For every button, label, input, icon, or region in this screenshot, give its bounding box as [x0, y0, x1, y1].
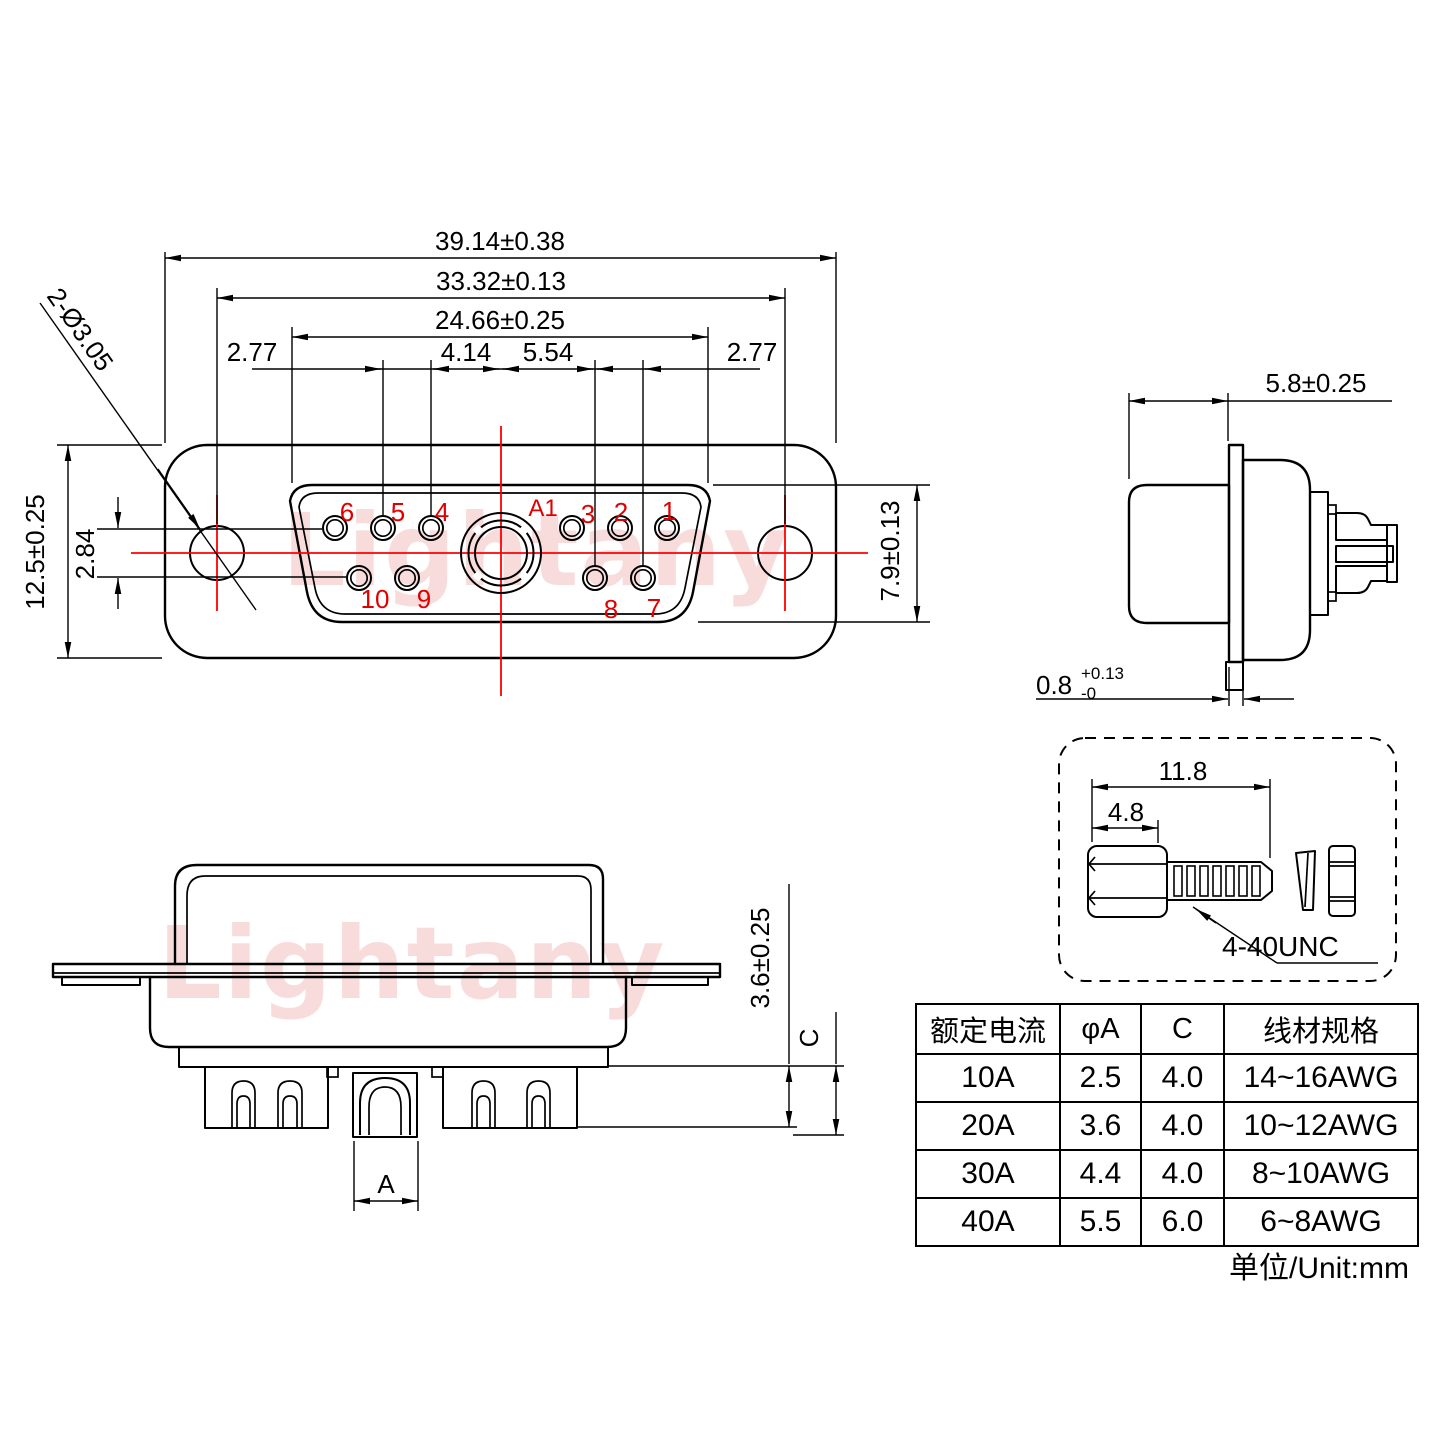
- col-header-c: C: [1140, 1003, 1225, 1055]
- spec-table: 额定电流 φA C 线材规格 10A 2.5 4.0 14~16AWG 20A …: [915, 1003, 1419, 1247]
- cell: 14~16AWG: [1223, 1053, 1419, 1103]
- pin-label-8: 8: [604, 594, 618, 624]
- front-view: 6 5 4 A1 3 2 1 10 9 8 7 39.14±0.38: [20, 226, 930, 696]
- dim-mount-hole-note: 2-Ø3.05: [41, 282, 119, 376]
- cell: 3.6: [1059, 1101, 1142, 1151]
- cell: 6.0: [1140, 1197, 1225, 1247]
- cell: 8~10AWG: [1223, 1149, 1419, 1199]
- side-view-outline: [1127, 443, 1398, 691]
- dim-pitch-left: 2.77: [227, 337, 278, 367]
- cell: 5.5: [1059, 1197, 1142, 1247]
- dim-hole-span: 33.32±0.13: [436, 266, 566, 296]
- dim-flange-height: 12.5±0.25: [20, 494, 50, 609]
- pin-label-6: 6: [340, 497, 354, 527]
- screw-thread: [1166, 861, 1273, 901]
- dim-plate-tol-plus: +0.13: [1081, 664, 1124, 683]
- pin-label-4: 4: [435, 497, 449, 527]
- coax-contact-a1: [460, 512, 542, 594]
- cell: 10A: [915, 1053, 1061, 1103]
- col-header-rated-current: 额定电流: [915, 1003, 1061, 1055]
- dim-pitch-right: 2.77: [727, 337, 778, 367]
- cell: 4.0: [1140, 1149, 1225, 1199]
- dim-pitch-center-left: 4.14: [441, 337, 492, 367]
- cell: 40A: [915, 1197, 1061, 1247]
- unit-note: 单位/Unit:mm: [1229, 1252, 1409, 1285]
- col-header-phi-a: φA: [1059, 1003, 1142, 1055]
- centerlines: [131, 426, 868, 696]
- screw-head: [1087, 845, 1168, 918]
- dim-screw-length: 11.8: [1159, 756, 1208, 786]
- dim-tail-height: 3.6±0.25: [745, 907, 775, 1008]
- side-view-dimensions: 5.8±0.25 0.8 +0.13 -0: [1036, 368, 1392, 706]
- spec-row-10a: 10A 2.5 4.0 14~16AWG: [915, 1053, 1419, 1103]
- dim-cutout-width: 24.66±0.25: [435, 305, 565, 335]
- spec-row-20a: 20A 3.6 4.0 10~12AWG: [915, 1101, 1419, 1151]
- spec-row-30a: 30A 4.4 4.0 8~10AWG: [915, 1149, 1419, 1199]
- dim-screw-head: 4.8: [1108, 797, 1144, 827]
- dim-plate-tol-minus: -0: [1081, 684, 1096, 703]
- col-header-wire-gauge: 线材规格: [1223, 1003, 1419, 1055]
- spec-row-40a: 40A 5.5 6.0 6~8AWG: [915, 1197, 1419, 1247]
- dim-pitch-center-right: 5.54: [523, 337, 574, 367]
- front-dsub-outline-inner: [298, 492, 702, 615]
- dim-cutout-height: 7.9±0.13: [875, 500, 905, 601]
- pin-label-5: 5: [391, 497, 405, 527]
- cell: 4.0: [1140, 1101, 1225, 1151]
- cell: 30A: [915, 1149, 1061, 1199]
- dim-tail-width-label: A: [377, 1169, 395, 1199]
- dim-plate-thickness: 0.8: [1036, 670, 1072, 700]
- section-view-outline: [51, 863, 722, 1138]
- cell: 2.5: [1059, 1053, 1142, 1103]
- section-view: A 3.6±0.25 C: [51, 863, 844, 1211]
- thread-spec-label: 4-40UNC: [1222, 931, 1339, 962]
- cell: 4.4: [1059, 1149, 1142, 1199]
- pin-label-1: 1: [662, 496, 676, 526]
- cell: 10~12AWG: [1223, 1101, 1419, 1151]
- front-dsub-outline-outer: [288, 483, 712, 624]
- front-dimensions: 39.14±0.38 33.32±0.13 24.66±0.25: [20, 226, 930, 659]
- pin-label-3: 3: [581, 499, 595, 529]
- pin-label-9: 9: [417, 584, 431, 614]
- thread-grooves: [1173, 865, 1261, 897]
- pin-labels: 6 5 4 A1 3 2 1 10 9 8 7: [340, 495, 676, 624]
- screw-detail-border: [1058, 737, 1397, 982]
- cell: 20A: [915, 1101, 1061, 1151]
- spec-table-header-row: 额定电流 φA C 线材规格: [915, 1003, 1419, 1055]
- pin-label-a1: A1: [528, 495, 557, 522]
- side-view: 5.8±0.25 0.8 +0.13 -0: [1036, 368, 1398, 706]
- dim-cup-depth-label: C: [794, 1029, 824, 1048]
- dim-row-offset: 2.84: [70, 529, 100, 580]
- pin-label-7: 7: [647, 593, 661, 623]
- dim-depth: 5.8±0.25: [1265, 368, 1366, 398]
- pin-label-10: 10: [361, 584, 390, 614]
- cell: 4.0: [1140, 1053, 1225, 1103]
- cell: 6~8AWG: [1223, 1197, 1419, 1247]
- dim-flange-width: 39.14±0.38: [435, 226, 565, 256]
- section-view-dimensions: A 3.6±0.25 C: [353, 884, 844, 1211]
- pin-label-2: 2: [614, 497, 628, 527]
- screw-detail: 11.8 4.8 4-40UNC: [1058, 737, 1397, 982]
- screw-side-parts: [1295, 845, 1356, 917]
